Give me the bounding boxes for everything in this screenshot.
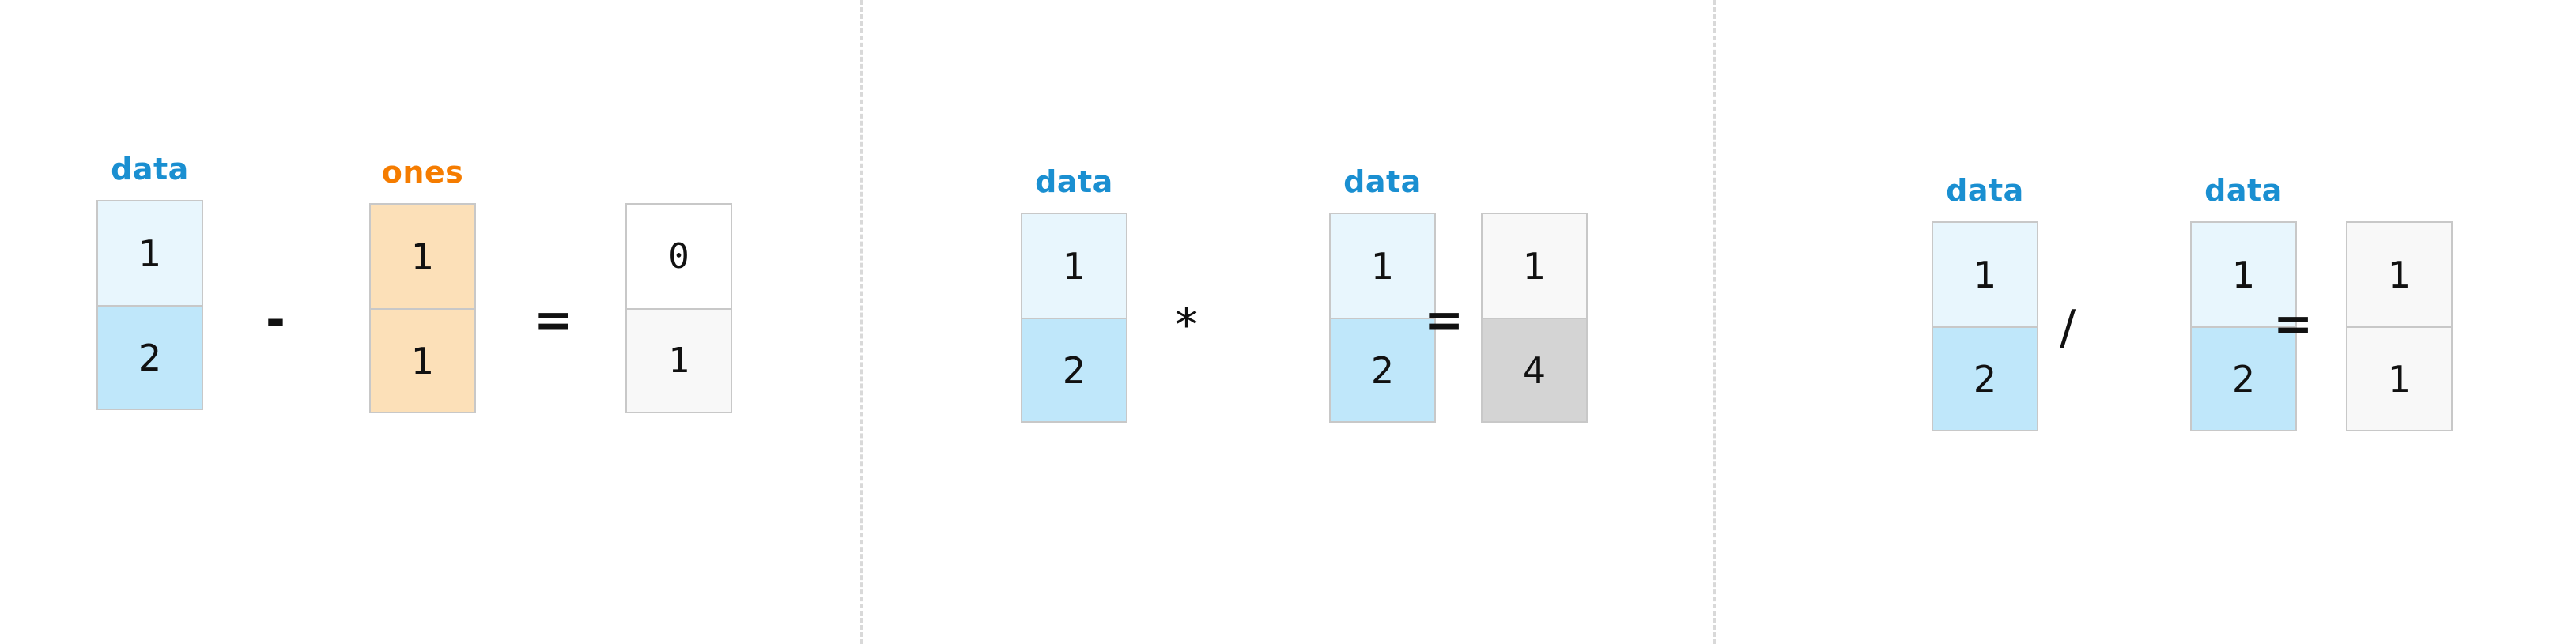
operand-label-data: data: [1946, 173, 2024, 208]
array-cell: 0: [627, 205, 731, 308]
array-cell: 1: [371, 308, 474, 412]
array-cell-highlighted: 4: [1483, 318, 1586, 421]
array-column-ones: 1 1: [369, 203, 476, 413]
operand-data-2: data 1 2: [2190, 175, 2297, 431]
array-column-data: 1 2: [2190, 221, 2297, 431]
operand-ones: ones 1 1: [369, 157, 476, 413]
array-cell: 1: [2347, 223, 2451, 326]
array-column-result: 1 4: [1481, 213, 1588, 423]
array-cell: 2: [98, 305, 202, 409]
operator-slash: /: [2060, 300, 2076, 356]
operand-label-data: data: [1343, 164, 1422, 199]
operand-data-1: data 1 2: [96, 154, 203, 410]
array-cell: 1: [2192, 223, 2295, 326]
array-column-data: 1 2: [1329, 213, 1436, 423]
operator-equals: =: [534, 292, 574, 348]
panel-division: data 1 2 / data 1 2 = x 1 1: [1713, 0, 2576, 644]
array-column-data: 1 2: [96, 200, 203, 410]
array-cell: 2: [1933, 326, 2037, 430]
panel-divider-2: [1713, 0, 1716, 644]
array-cell: 1: [2347, 326, 2451, 430]
result-subtraction: x 0 1: [625, 157, 732, 413]
operand-data-1: data 1 2: [1021, 167, 1127, 423]
operand-data-2: data 1 2: [1329, 167, 1436, 423]
array-cell: 2: [2192, 326, 2295, 430]
operand-data-1: data 1 2: [1932, 175, 2038, 431]
result-division: x 1 1: [2346, 175, 2453, 431]
array-cell: 1: [1331, 214, 1434, 318]
array-cell: 2: [1022, 318, 1126, 421]
array-column-data: 1 2: [1021, 213, 1127, 423]
operator-asterisk: *: [1175, 298, 1198, 352]
operator-equals: =: [1424, 292, 1464, 348]
array-cell: 1: [98, 201, 202, 305]
operator-minus: -: [266, 292, 285, 348]
operand-label-data: data: [1035, 164, 1113, 199]
panel-multiplication: data 1 2 * data 1 2 = x 1 4: [860, 0, 1713, 644]
panel-subtraction: data 1 2 - ones 1 1 = x 0 1: [0, 0, 860, 644]
array-column-result: 0 1: [625, 203, 732, 413]
array-cell: 1: [627, 308, 731, 412]
operator-equals: =: [2273, 296, 2313, 352]
array-column-data: 1 2: [1932, 221, 2038, 431]
array-cell: 1: [1483, 214, 1586, 318]
array-cell: 1: [371, 205, 474, 308]
array-cell: 1: [1933, 223, 2037, 326]
array-cell: 1: [1022, 214, 1126, 318]
panel-divider-1: [860, 0, 863, 644]
array-column-result: 1 1: [2346, 221, 2453, 431]
operand-label-data: data: [2204, 173, 2283, 208]
result-multiplication: x 1 4: [1481, 167, 1588, 423]
operand-label-data: data: [111, 152, 189, 186]
array-cell: 2: [1331, 318, 1434, 421]
operand-label-ones: ones: [381, 155, 464, 190]
